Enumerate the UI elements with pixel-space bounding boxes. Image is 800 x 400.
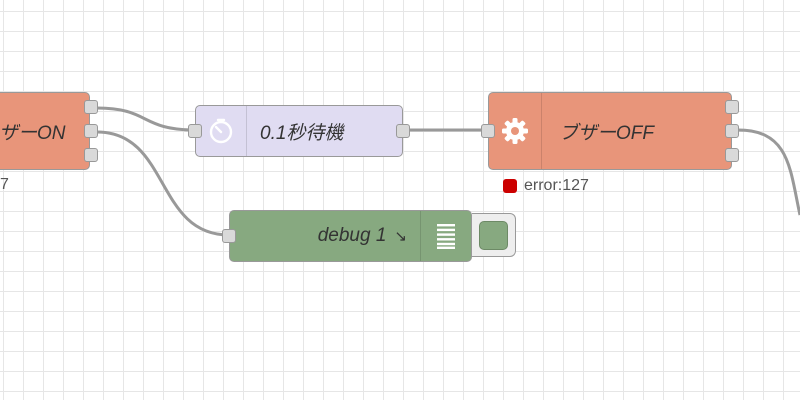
output-port-return-code[interactable] (84, 148, 98, 162)
node-label-buzzer-off: ブザーOFF (559, 122, 654, 144)
exec-node-buzzer-off[interactable]: ブザーOFF (481, 92, 739, 170)
gear-icon (502, 118, 528, 144)
status-error-indicator (503, 179, 517, 193)
status-text: error:127 (524, 177, 589, 194)
output-port-stdout[interactable] (725, 100, 739, 114)
delay-node-wait[interactable]: 0.1秒待機 (188, 105, 410, 157)
debug-node[interactable]: debug 1 ↘ (222, 210, 472, 262)
node-status-buzzer-off: error:127 (503, 177, 589, 195)
node-icon-area (196, 106, 247, 156)
input-port[interactable] (481, 124, 495, 138)
node-icon-area (489, 93, 542, 169)
debug-label-text: debug 1 (317, 225, 387, 246)
wire-buzzer-on-to-wait (96, 106, 196, 132)
output-port[interactable] (396, 124, 410, 138)
output-indicator-icon: ↘ (394, 228, 407, 245)
wire-buzzer-off-out (737, 128, 800, 216)
debug-list-icon (437, 224, 455, 249)
output-port-stderr[interactable] (84, 124, 98, 138)
output-port-stderr[interactable] (725, 124, 739, 138)
input-port[interactable] (222, 229, 236, 243)
output-port-return-code[interactable] (725, 148, 739, 162)
node-icon-area (420, 211, 471, 261)
node-label-debug: debug 1 ↘ (318, 211, 407, 261)
node-label-wait: 0.1秒待機 (260, 122, 344, 144)
node-status-buzzer-on: 7 (0, 176, 9, 193)
output-port-stdout[interactable] (84, 100, 98, 114)
debug-toggle-button[interactable] (472, 213, 516, 257)
exec-node-buzzer-on[interactable]: ザーON (0, 92, 98, 170)
node-label-buzzer-on: ザーON (0, 122, 66, 144)
timer-icon (209, 118, 233, 144)
input-port[interactable] (188, 124, 202, 138)
debug-toggle-indicator (479, 221, 508, 250)
